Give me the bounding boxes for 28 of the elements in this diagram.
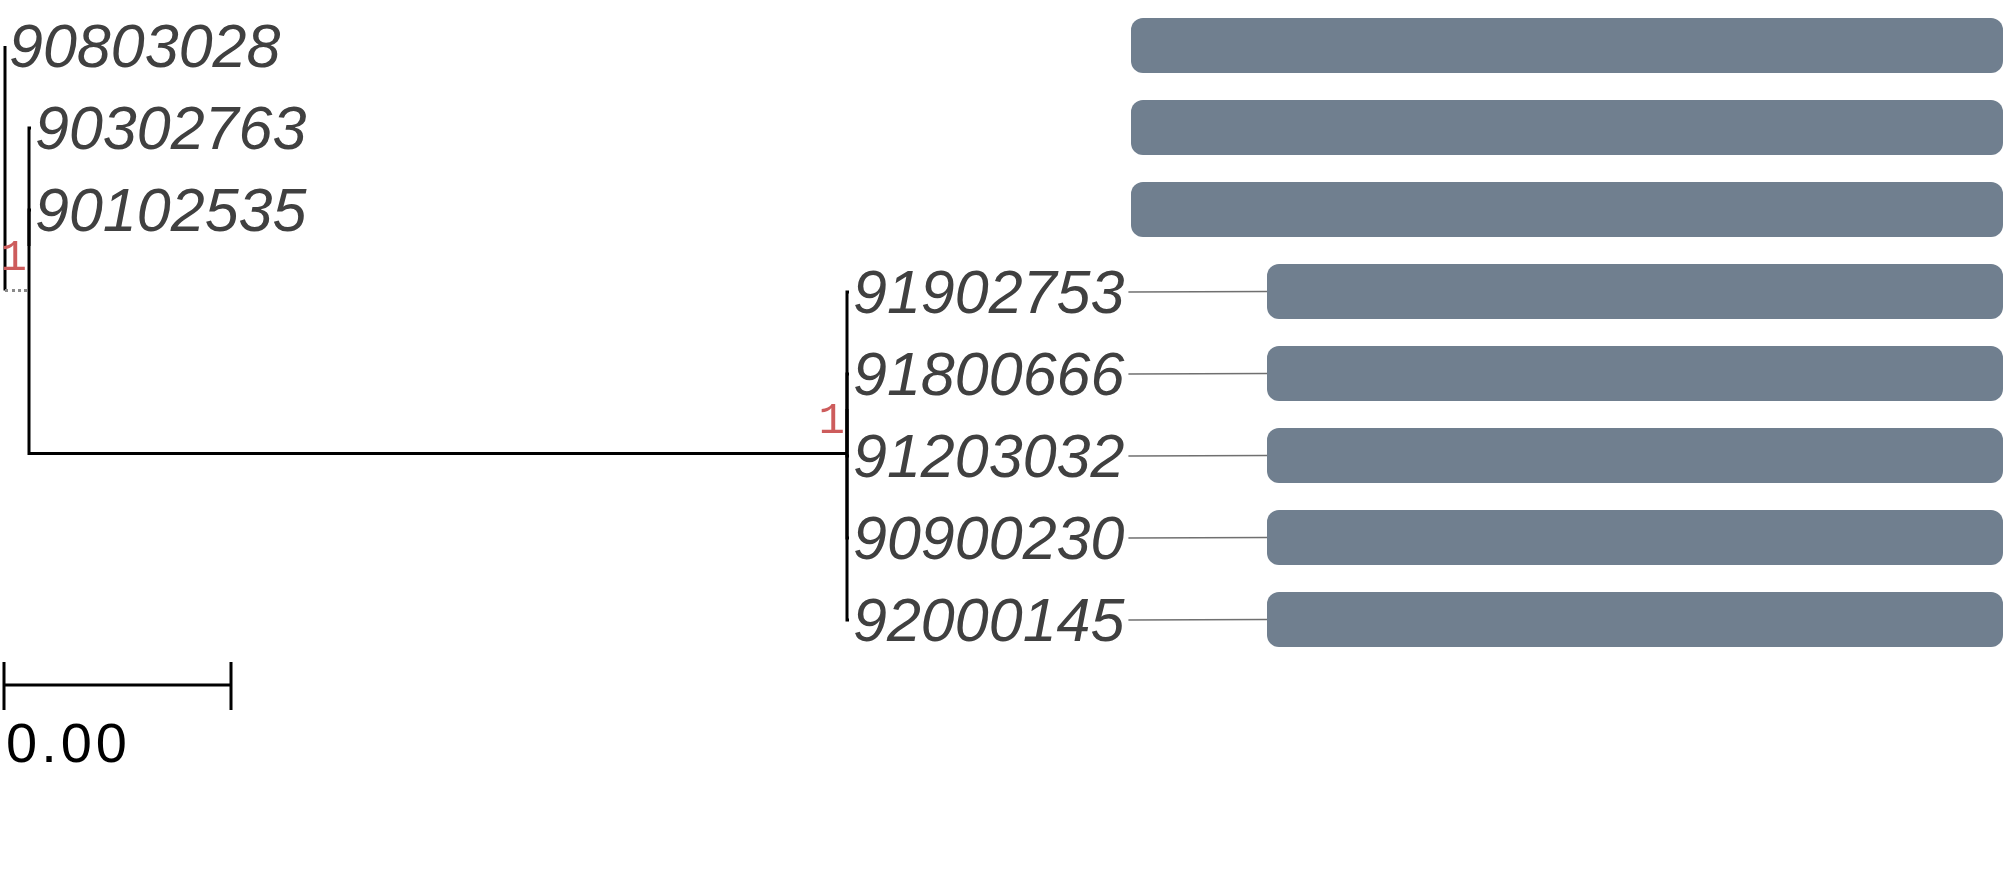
data-bar <box>1267 592 2003 647</box>
tree-branch <box>27 246 847 455</box>
leader-line <box>1127 372 1268 375</box>
data-bar <box>1267 510 2003 565</box>
leader-line <box>1127 290 1268 293</box>
leader-line <box>1127 454 1268 457</box>
leader-line <box>1127 536 1268 539</box>
tree-branch <box>27 208 32 246</box>
leaf-label: 91800666 <box>849 339 1129 409</box>
data-bar <box>1267 428 2003 483</box>
leaf-label: 91203032 <box>849 421 1129 491</box>
tree-branch <box>845 372 850 409</box>
leaf-label: 92000145 <box>849 585 1129 655</box>
leaf-label: 90900230 <box>849 503 1129 573</box>
leaf-label: 90102535 <box>31 175 311 245</box>
scale-label: 0.00 <box>6 715 131 771</box>
leaf-label: 91902753 <box>849 257 1129 327</box>
data-bar <box>1267 346 2003 401</box>
data-bar <box>1267 264 2003 319</box>
data-bar <box>1131 18 2003 73</box>
tree-branch <box>845 409 850 458</box>
data-bar <box>1131 100 2003 155</box>
leaf-label: 90302763 <box>31 93 311 163</box>
data-bar <box>1131 182 2003 237</box>
support-value: 1 <box>823 395 845 455</box>
leaf-label: 90803028 <box>5 11 285 81</box>
tree-branch <box>3 46 7 292</box>
leader-line <box>1127 618 1268 621</box>
